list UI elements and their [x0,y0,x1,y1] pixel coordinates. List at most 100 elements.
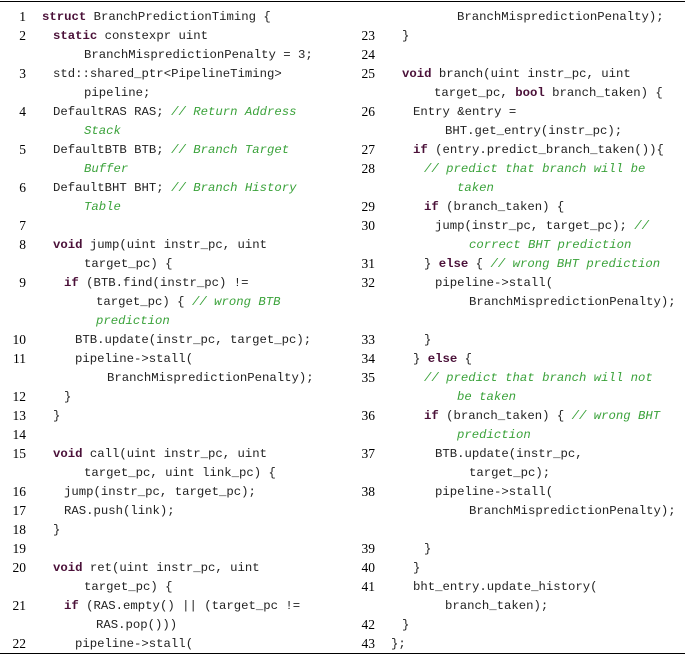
line-number: 43 [361,636,376,651]
keyword-token: bool [515,86,545,100]
line-number: 11 [13,351,26,366]
code-line: // predict that branch will not [424,370,653,386]
code-line: RAS.push(link); [64,503,175,519]
code-token: (branch_taken) { [438,409,572,423]
keyword-token: if [424,200,439,214]
code-token: (BTB.find(instr_pc) != [78,276,249,290]
code-line: prediction [96,313,170,329]
code-token: DefaultBTB BTB; [53,143,172,157]
code-line: static constexpr uint [53,28,208,44]
code-line: if (BTB.find(instr_pc) != [64,275,249,291]
line-number: 24 [361,47,376,62]
line-number: 22 [12,636,27,651]
code-token: DefaultBHT BHT; [53,181,172,195]
code-line: } [402,617,409,633]
line-number: 10 [12,332,27,347]
line-number: 12 [12,389,27,404]
code-line: pipeline; [84,85,150,101]
code-token: } [53,523,61,537]
line-number: 14 [12,427,27,442]
line-number: 9 [19,275,26,290]
line-number: 8 [19,237,26,252]
line-number: 26 [361,104,376,119]
code-token: target_pc) { [84,257,173,271]
line-number: 38 [361,484,376,499]
comment-token: // Branch History [171,181,297,195]
line-number: 37 [361,446,376,461]
keyword-token: if [64,276,79,290]
code-token: BTB.update(instr_pc, target_pc); [75,333,312,347]
code-token: branch_taken); [445,599,549,613]
code-token: BHT.get_entry(instr_pc); [445,124,623,138]
code-token: Entry &entry = [413,105,517,119]
code-line: be taken [457,389,516,405]
code-line: BranchMispredictionPenalty = 3; [84,47,313,63]
code-line: BranchMispredictionPenalty); [107,370,314,386]
code-line: Buffer [84,161,128,177]
comment-token: taken [457,181,494,195]
code-line: Stack [84,123,121,139]
line-number: 18 [12,522,27,537]
code-line: if (branch_taken) { // wrong BHT [424,408,660,424]
comment-token: // Branch Target [171,143,290,157]
code-token: jump(uint instr_pc, uint [82,238,268,252]
comment-token: // predict that branch will not [424,371,653,385]
comment-token: Stack [84,124,121,138]
code-line: } [53,522,60,538]
code-token: target_pc, [434,86,516,100]
code-line: DefaultBHT BHT; // Branch History [53,180,297,196]
code-token: }; [391,637,406,651]
code-token: } [413,561,421,575]
comment-token: Table [84,200,121,214]
line-number: 17 [12,503,27,518]
code-token: jump(instr_pc, target_pc); [435,219,635,233]
code-line: if (entry.predict_branch_taken()){ [413,142,664,158]
code-line: // predict that branch will be [424,161,645,177]
line-number: 3 [19,66,26,81]
comment-token: // wrong BTB [191,295,281,309]
code-token: BTB.update(instr_pc, [435,447,583,461]
code-token: pipeline->stall( [75,637,194,651]
code-line: BTB.update(instr_pc, [435,446,583,462]
code-token: RAS.pop())) [96,618,178,632]
line-number: 1 [19,9,26,24]
top-rule [0,1,685,2]
code-line: } else { // wrong BHT prediction [424,256,660,272]
code-token: (branch_taken) { [438,200,565,214]
code-line: taken [457,180,494,196]
code-token: BranchMispredictionPenalty = 3; [84,48,313,62]
keyword-token: void [53,238,83,252]
code-line: Table [84,199,121,215]
comment-token: correct BHT prediction [469,238,632,252]
code-token: } [64,390,72,404]
code-token: BranchMispredictionPenalty); [469,295,676,309]
code-line: target_pc) { // wrong BTB [96,294,281,310]
code-line: BranchMispredictionPenalty); [469,294,676,310]
line-number: 5 [19,142,26,157]
comment-token: be taken [457,390,517,404]
code-line: bht_entry.update_history( [413,579,597,595]
keyword-token: struct [42,10,87,24]
keyword-token: if [413,143,428,157]
line-number: 7 [19,218,26,233]
line-number: 30 [361,218,376,233]
code-line: std::shared_ptr<PipelineTiming> [53,66,282,82]
line-number: 21 [12,598,27,613]
line-number: 29 [361,199,376,214]
code-token: branch(uint instr_pc, uint [431,67,631,81]
code-line: jump(instr_pc, target_pc); [64,484,256,500]
code-line: RAS.pop())) [96,617,177,633]
code-token: ret(uint instr_pc, uint [82,561,260,575]
code-line: branch_taken); [445,598,548,614]
line-number: 23 [361,28,376,43]
line-number: 15 [12,446,27,461]
code-line: correct BHT prediction [469,237,631,253]
code-token: } [402,29,410,43]
code-line: target_pc, uint link_pc) { [84,465,276,481]
comment-token: Buffer [84,162,129,176]
code-token: bht_entry.update_history( [413,580,598,594]
line-number: 39 [361,541,376,556]
code-token: { [457,352,473,366]
